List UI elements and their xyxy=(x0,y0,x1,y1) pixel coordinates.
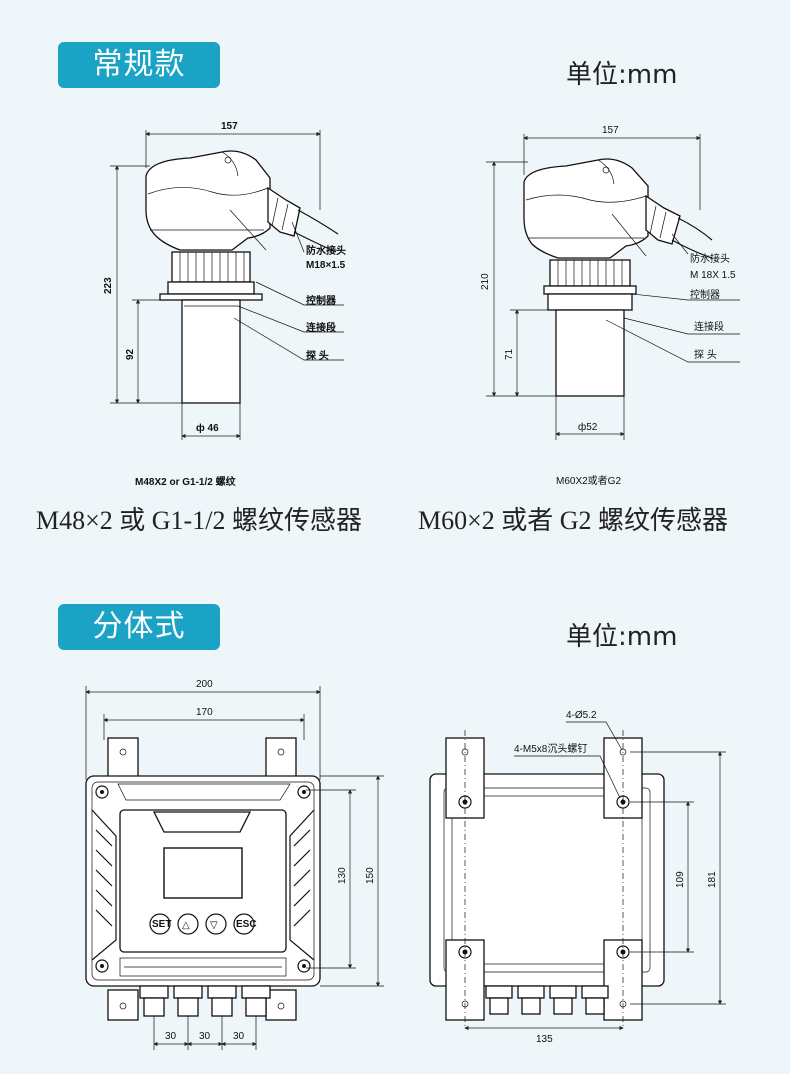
cable-glands-front xyxy=(139,985,271,1017)
dim-width-back: 135 xyxy=(536,1034,553,1045)
dim-outer-width: 200 xyxy=(196,679,213,690)
button-down-label: ▽ xyxy=(210,920,218,931)
label-probe-left: 探 头 xyxy=(306,349,329,362)
label-waterproof-left: 防水接头 xyxy=(306,244,346,257)
dim-diameter-right: ф52 xyxy=(578,421,598,433)
dim-width-right: 157 xyxy=(602,125,619,136)
caption-right-sensor: M60×2 或者 G2 螺纹传感器 xyxy=(418,506,729,535)
button-up-label: △ xyxy=(182,920,190,931)
dim-height-outer: 150 xyxy=(365,867,376,884)
note-screw-spec: 4-M5x8沉头螺钉 xyxy=(514,742,587,755)
dim-pitch-1: 30 xyxy=(165,1031,177,1042)
dim-pitch-3: 30 xyxy=(233,1031,245,1042)
sensor-left-drawing: 157 223 92 xyxy=(103,121,346,488)
sensor-right-drawing: 157 210 71 xyxy=(480,125,740,487)
unit-label-standard: 单位:mm xyxy=(566,60,678,90)
dim-width-left: 157 xyxy=(221,121,238,132)
label-gland-right: M 18X 1.5 xyxy=(690,270,736,281)
label-controller-left: 控制器 xyxy=(306,294,337,307)
dim-probe-left: 92 xyxy=(125,348,136,360)
thread-note-right: M60X2或者G2 xyxy=(556,475,621,487)
caption-left-sensor: M48×2 或 G1-1/2 螺纹传感器 xyxy=(36,506,362,535)
dim-inner-width: 170 xyxy=(196,707,213,718)
unit-label-split: 单位:mm xyxy=(566,622,678,652)
dim-probe-right: 71 xyxy=(504,348,515,360)
button-esc-label: ESC xyxy=(236,919,257,930)
cable-glands-back xyxy=(485,985,609,1015)
dim-height-right: 210 xyxy=(480,273,491,290)
section-title-split: 分体式 xyxy=(58,604,220,650)
dim-diameter-left: ф 46 xyxy=(196,422,219,434)
label-connector-right: 连接段 xyxy=(694,320,724,333)
note-hole-spec: 4-Ø5.2 xyxy=(566,710,597,721)
front-panel-buttons: SET △ ▽ ESC xyxy=(149,913,257,935)
thread-note-left: M48X2 or G1-1/2 螺纹 xyxy=(135,475,237,488)
dim-height-inner: 130 xyxy=(337,867,348,884)
dim-height-left: 223 xyxy=(103,277,114,294)
label-waterproof-right: 防水接头 xyxy=(690,252,730,265)
label-connector-left: 连接段 xyxy=(306,321,336,334)
button-set-label: SET xyxy=(152,919,171,930)
dim-pitch-2: 30 xyxy=(199,1031,211,1042)
split-back-drawing: 4-Ø5.2 4-M5x8沉头螺钉 109 181 135 xyxy=(429,710,726,1045)
dim-inner-height-back: 109 xyxy=(675,871,686,888)
label-probe-right: 探 头 xyxy=(694,348,717,361)
label-gland-left: M18×1.5 xyxy=(306,260,346,271)
section-title-standard: 常规款 xyxy=(58,42,220,88)
split-front-drawing: 200 170 xyxy=(85,679,384,1050)
dim-outer-height-back: 181 xyxy=(707,871,718,888)
label-controller-right: 控制器 xyxy=(690,288,720,301)
